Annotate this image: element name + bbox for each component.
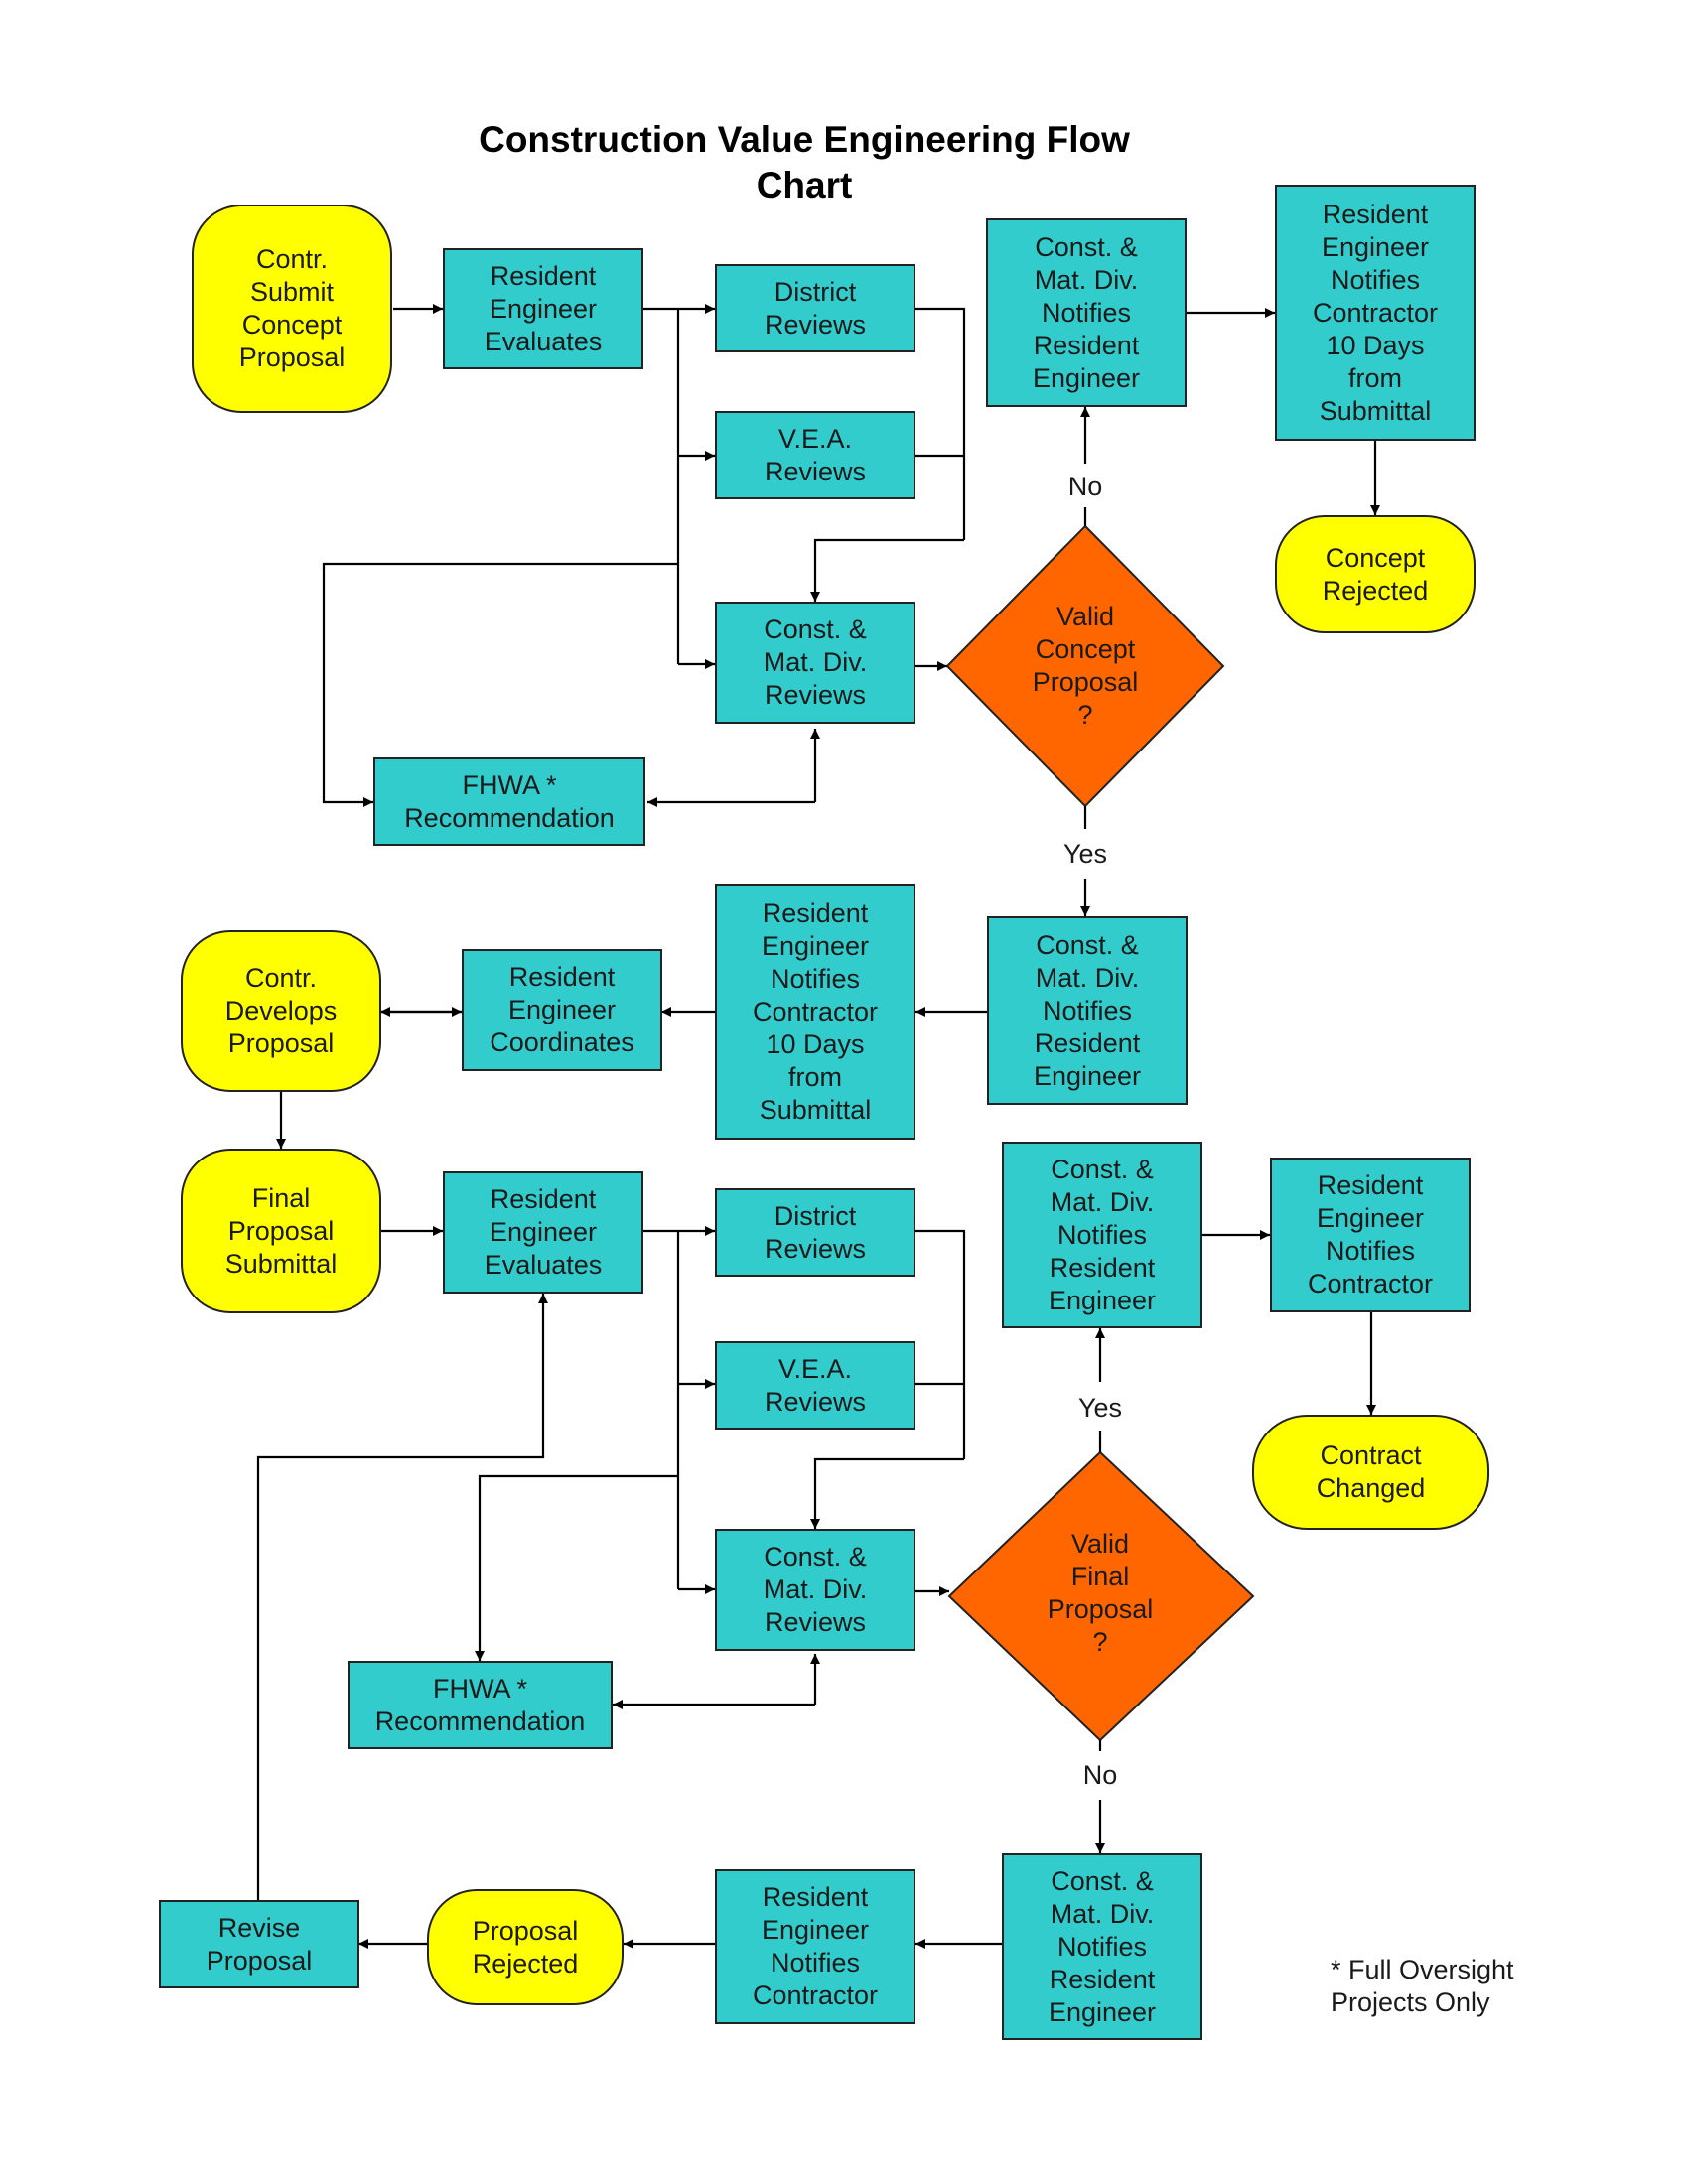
revise-proposal: Revise Proposal xyxy=(159,1900,359,1988)
edge-merge-to-cmd xyxy=(810,538,964,602)
concept-rejected-terminal: Concept Rejected xyxy=(1275,515,1476,633)
fhwa-recommendation-2: FHWA * Recommendation xyxy=(348,1661,613,1749)
cmd-notifies-re-no-2: Const. & Mat. Div. Notifies Resident Eng… xyxy=(1002,1853,1202,2040)
cmd-notifies-re-no-1: Const. & Mat. Div. Notifies Resident Eng… xyxy=(986,218,1187,407)
contract-changed-terminal: Contract Changed xyxy=(1252,1415,1489,1530)
edge-label-yes-1: Yes xyxy=(1058,838,1112,870)
resident-engineer-evaluates-1: Resident Engineer Evaluates xyxy=(443,248,643,369)
re-notifies-contractor-no-2: Resident Engineer Notifies Contractor xyxy=(715,1869,915,2024)
vea-reviews-2: V.E.A. Reviews xyxy=(715,1341,915,1430)
valid-final-decision: Valid Final Proposal ? xyxy=(1047,1529,1154,1657)
valid-concept-decision: Valid Concept Proposal ? xyxy=(1032,602,1139,730)
final-proposal-submittal-terminal: Final Proposal Submittal xyxy=(181,1149,381,1313)
title-line-1: Construction Value Engineering Flow xyxy=(479,119,1130,160)
cmd-notifies-re-yes-2: Const. & Mat. Div. Notifies Resident Eng… xyxy=(1002,1142,1202,1328)
edge-merge2-to-cmd xyxy=(810,1457,964,1529)
district-reviews-1: District Reviews xyxy=(715,264,915,352)
contr-submit-concept-terminal: Contr. Submit Concept Proposal xyxy=(192,205,392,413)
edge-label-no-1: No xyxy=(1063,471,1107,502)
cmd-reviews-1: Const. & Mat. Div. Reviews xyxy=(715,602,915,724)
cmd-reviews-2: Const. & Mat. Div. Reviews xyxy=(715,1529,915,1651)
title-line-2: Chart xyxy=(756,165,853,205)
fhwa-recommendation-1: FHWA * Recommendation xyxy=(373,757,645,846)
edge-loop-to-fhwa xyxy=(322,562,678,807)
district-reviews-2: District Reviews xyxy=(715,1188,915,1277)
re-notifies-contractor-10days-yes: Resident Engineer Notifies Contractor 10… xyxy=(715,884,915,1140)
page-title: Construction Value Engineering Flow Char… xyxy=(278,117,1331,208)
re-notifies-contractor-yes-2: Resident Engineer Notifies Contractor xyxy=(1270,1158,1471,1312)
footnote: * Full Oversight Projects Only xyxy=(1331,1955,1514,2017)
edge-loop2-to-fhwa xyxy=(475,1474,678,1661)
vea-reviews-1: V.E.A. Reviews xyxy=(715,411,915,499)
proposal-rejected-terminal: Proposal Rejected xyxy=(427,1889,624,2005)
cmd-notifies-re-yes-1: Const. & Mat. Div. Notifies Resident Eng… xyxy=(987,916,1188,1105)
edge-district2-out xyxy=(915,1229,966,1459)
edge-label-no-2: No xyxy=(1078,1759,1122,1791)
resident-engineer-evaluates-2: Resident Engineer Evaluates xyxy=(443,1171,643,1294)
re-notifies-contractor-10days-no: Resident Engineer Notifies Contractor 10… xyxy=(1275,185,1476,441)
edge-revise-loop xyxy=(256,1294,548,1900)
resident-engineer-coordinates: Resident Engineer Coordinates xyxy=(462,949,662,1071)
contr-develops-proposal-terminal: Contr. Develops Proposal xyxy=(181,930,381,1092)
edge-label-yes-2: Yes xyxy=(1073,1392,1127,1424)
edge-district-out xyxy=(915,307,966,540)
